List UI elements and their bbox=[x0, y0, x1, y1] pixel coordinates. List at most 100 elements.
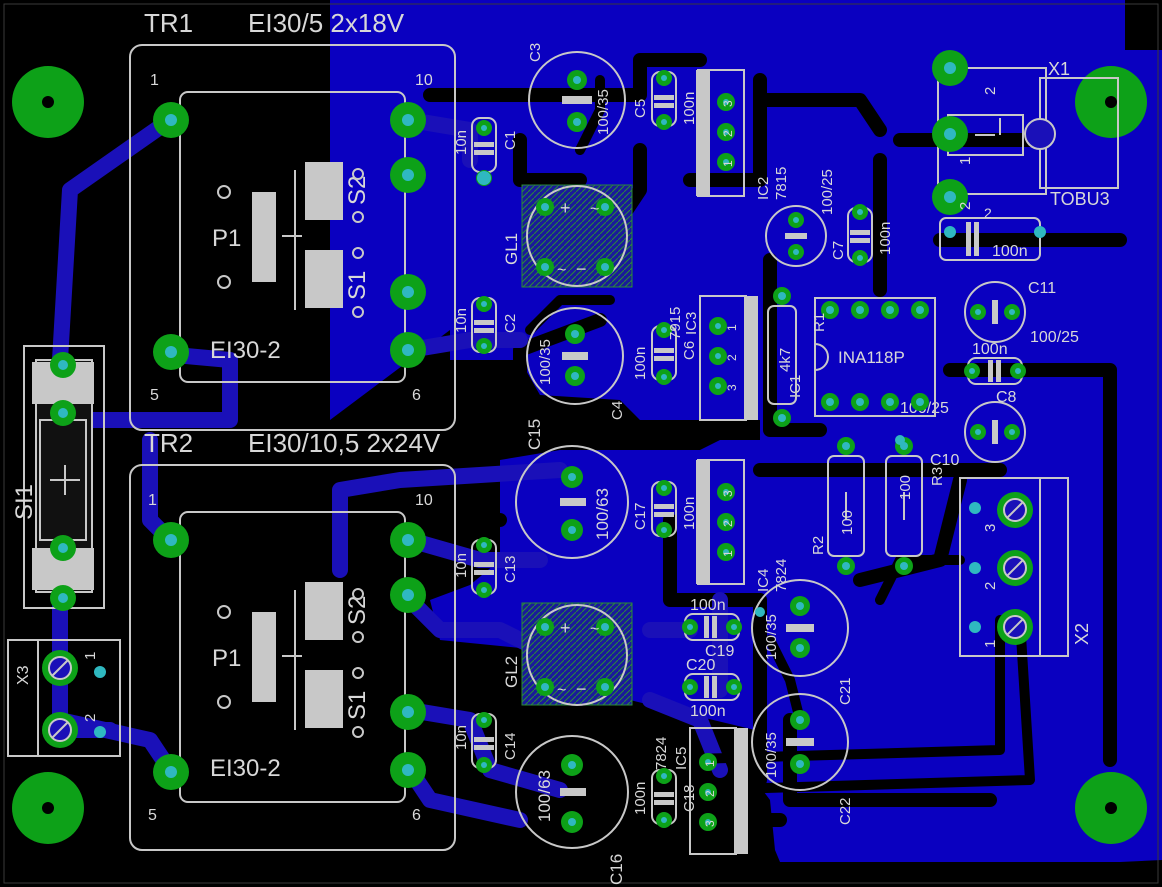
r2-ref: R2 bbox=[810, 536, 827, 555]
tr2-pin-10: 10 bbox=[415, 492, 433, 509]
c8-ref: C8 bbox=[996, 389, 1017, 406]
cap-c8: 100n C8 bbox=[964, 341, 1026, 406]
tr1-pin-5: 5 bbox=[150, 387, 159, 404]
regulator-ic5: 1 2 3 IC5 7824 bbox=[653, 727, 748, 855]
resistor-r1: 4k7 R1 bbox=[767, 287, 828, 427]
mounting-holes bbox=[12, 66, 1147, 844]
cap-c15: C15 100/63 bbox=[515, 419, 629, 559]
amplifier-ic1: INA118P IC1 bbox=[787, 297, 936, 417]
cap-c7: C7 100n bbox=[830, 204, 894, 266]
connector-x3: X3 1 2 bbox=[7, 639, 121, 757]
ic4-pin-2: 2 bbox=[721, 520, 735, 527]
cap-c22: 100/35 C22 bbox=[751, 693, 854, 825]
tr2-pin-6: 6 bbox=[412, 807, 421, 824]
ic3-pin-2: 2 bbox=[725, 354, 739, 361]
board-outline bbox=[3, 3, 1159, 884]
ic4-ref: IC4 bbox=[755, 569, 772, 592]
ic4-pin-3: 3 bbox=[721, 490, 735, 497]
cap-c5: C5 100n bbox=[632, 70, 698, 130]
svg-text:+: + bbox=[560, 198, 571, 218]
cap-c11: C11 100/25 bbox=[964, 280, 1079, 346]
cap-c14: 10n C14 bbox=[453, 712, 519, 773]
regulator-ic2: 3 2 1 IC2 7815 bbox=[696, 69, 790, 200]
c20-value: 100n bbox=[690, 703, 726, 720]
svg-text:+: + bbox=[560, 618, 571, 638]
fuse-si1: SI1 bbox=[11, 345, 105, 611]
c7-ref: C7 bbox=[830, 241, 847, 260]
ic4-pin-1: 1 bbox=[721, 550, 735, 557]
cap-c21: 100/35 C21 bbox=[751, 579, 854, 705]
ic5-pin-2: 2 bbox=[703, 790, 717, 797]
gl1-ref: GL1 bbox=[502, 233, 521, 265]
c1-value: 10n bbox=[453, 130, 470, 155]
c4-ref: C4 bbox=[609, 401, 626, 420]
tr1-primary: P1 bbox=[212, 225, 241, 252]
tr2-primary: P1 bbox=[212, 645, 241, 672]
rectifier-gl2: + − ~ ~ GL2 bbox=[502, 602, 633, 706]
c12-pin: 2 bbox=[984, 205, 992, 221]
tr1-s2: S2 bbox=[344, 176, 371, 205]
connector-x2: 3 2 1 X2 bbox=[959, 477, 1092, 657]
ic4-value: 7824 bbox=[773, 559, 790, 592]
regulator-ic4: 3 2 1 IC4 7824 bbox=[696, 459, 790, 592]
x1-package: TOBU3 bbox=[1050, 189, 1110, 209]
c22-value: 100/35 bbox=[763, 732, 780, 778]
c10-ref: C10 bbox=[930, 452, 959, 469]
c12-value: 100n bbox=[992, 243, 1028, 260]
ic3-ref: IC3 bbox=[683, 312, 700, 335]
c19-value: 100n bbox=[690, 597, 726, 614]
r3-value: 100 bbox=[897, 475, 914, 500]
c14-value: 10n bbox=[453, 725, 470, 750]
ic2-value: 7815 bbox=[773, 167, 790, 200]
ic5-ref: IC5 bbox=[673, 747, 690, 770]
tr1-pin-1: 1 bbox=[150, 72, 159, 89]
c3-ref: C3 bbox=[527, 43, 544, 62]
ic3-pin-1: 1 bbox=[725, 324, 739, 331]
c20-ref: C20 bbox=[686, 657, 715, 674]
x3-ref: X3 bbox=[15, 665, 32, 685]
ic3-pin-3: 3 bbox=[725, 384, 739, 391]
tr1-package: EI30-2 bbox=[210, 337, 281, 364]
r1-ref: R1 bbox=[811, 313, 828, 332]
svg-text:~: ~ bbox=[557, 262, 566, 279]
cap-c13: 10n C13 bbox=[453, 537, 519, 598]
c6-ref: C6 bbox=[681, 341, 698, 360]
svg-text:−: − bbox=[576, 259, 587, 279]
c6-value: 100n bbox=[632, 347, 649, 380]
ic5-pin-3: 3 bbox=[703, 820, 717, 827]
transformer-tr1: TR1 EI30/5 2x18V 1 10 5 6 P1 EI30-2 S2 S… bbox=[129, 8, 456, 431]
x1-ref: X1 bbox=[1048, 59, 1070, 79]
svg-text:~: ~ bbox=[590, 621, 599, 638]
x2-pin-1: 1 bbox=[982, 640, 999, 648]
ic2-pin-3: 3 bbox=[721, 100, 735, 107]
x1-pin-1: 1 bbox=[957, 157, 974, 165]
c11-value: 100/25 bbox=[1030, 329, 1079, 346]
c15-value: 100/63 bbox=[593, 488, 612, 540]
cap-c17: C17 100n bbox=[632, 480, 698, 538]
resistor-r2: 100 R2 bbox=[810, 437, 865, 575]
cap-c9: 100/25 bbox=[765, 169, 836, 267]
regulator-ic3: 1 2 3 IC3 7915 bbox=[667, 295, 758, 421]
c14-ref: C14 bbox=[502, 732, 519, 760]
tr1-pin-6: 6 bbox=[412, 387, 421, 404]
transformer-tr2: TR2 EI30/10,5 2x24V 1 10 5 6 P1 EI30-2 S… bbox=[129, 428, 456, 851]
ic1-value: INA118P bbox=[838, 348, 905, 367]
ic2-pin-2: 2 bbox=[721, 130, 735, 137]
ic5-pin-1: 1 bbox=[703, 760, 717, 767]
cap-c18: 100n C18 bbox=[632, 768, 698, 828]
cap-c4: 100/35 C4 bbox=[526, 307, 626, 420]
cap-c6: 100n C6 bbox=[632, 322, 698, 385]
cap-c19: 100n C19 bbox=[682, 597, 742, 660]
c13-ref: C13 bbox=[502, 555, 519, 583]
tr1-pin-10: 10 bbox=[415, 72, 433, 89]
c5-ref: C5 bbox=[632, 99, 649, 118]
ic3-value: 7915 bbox=[667, 307, 684, 340]
cap-c3: C3 100/35 bbox=[527, 43, 626, 149]
c5-value: 100n bbox=[681, 92, 698, 125]
tr2-pin-1: 1 bbox=[148, 492, 157, 509]
svg-text:~: ~ bbox=[590, 201, 599, 218]
c7-value: 100n bbox=[877, 222, 894, 255]
tr1-ref: TR1 bbox=[144, 8, 193, 38]
c11-ref: C11 bbox=[1028, 280, 1056, 297]
